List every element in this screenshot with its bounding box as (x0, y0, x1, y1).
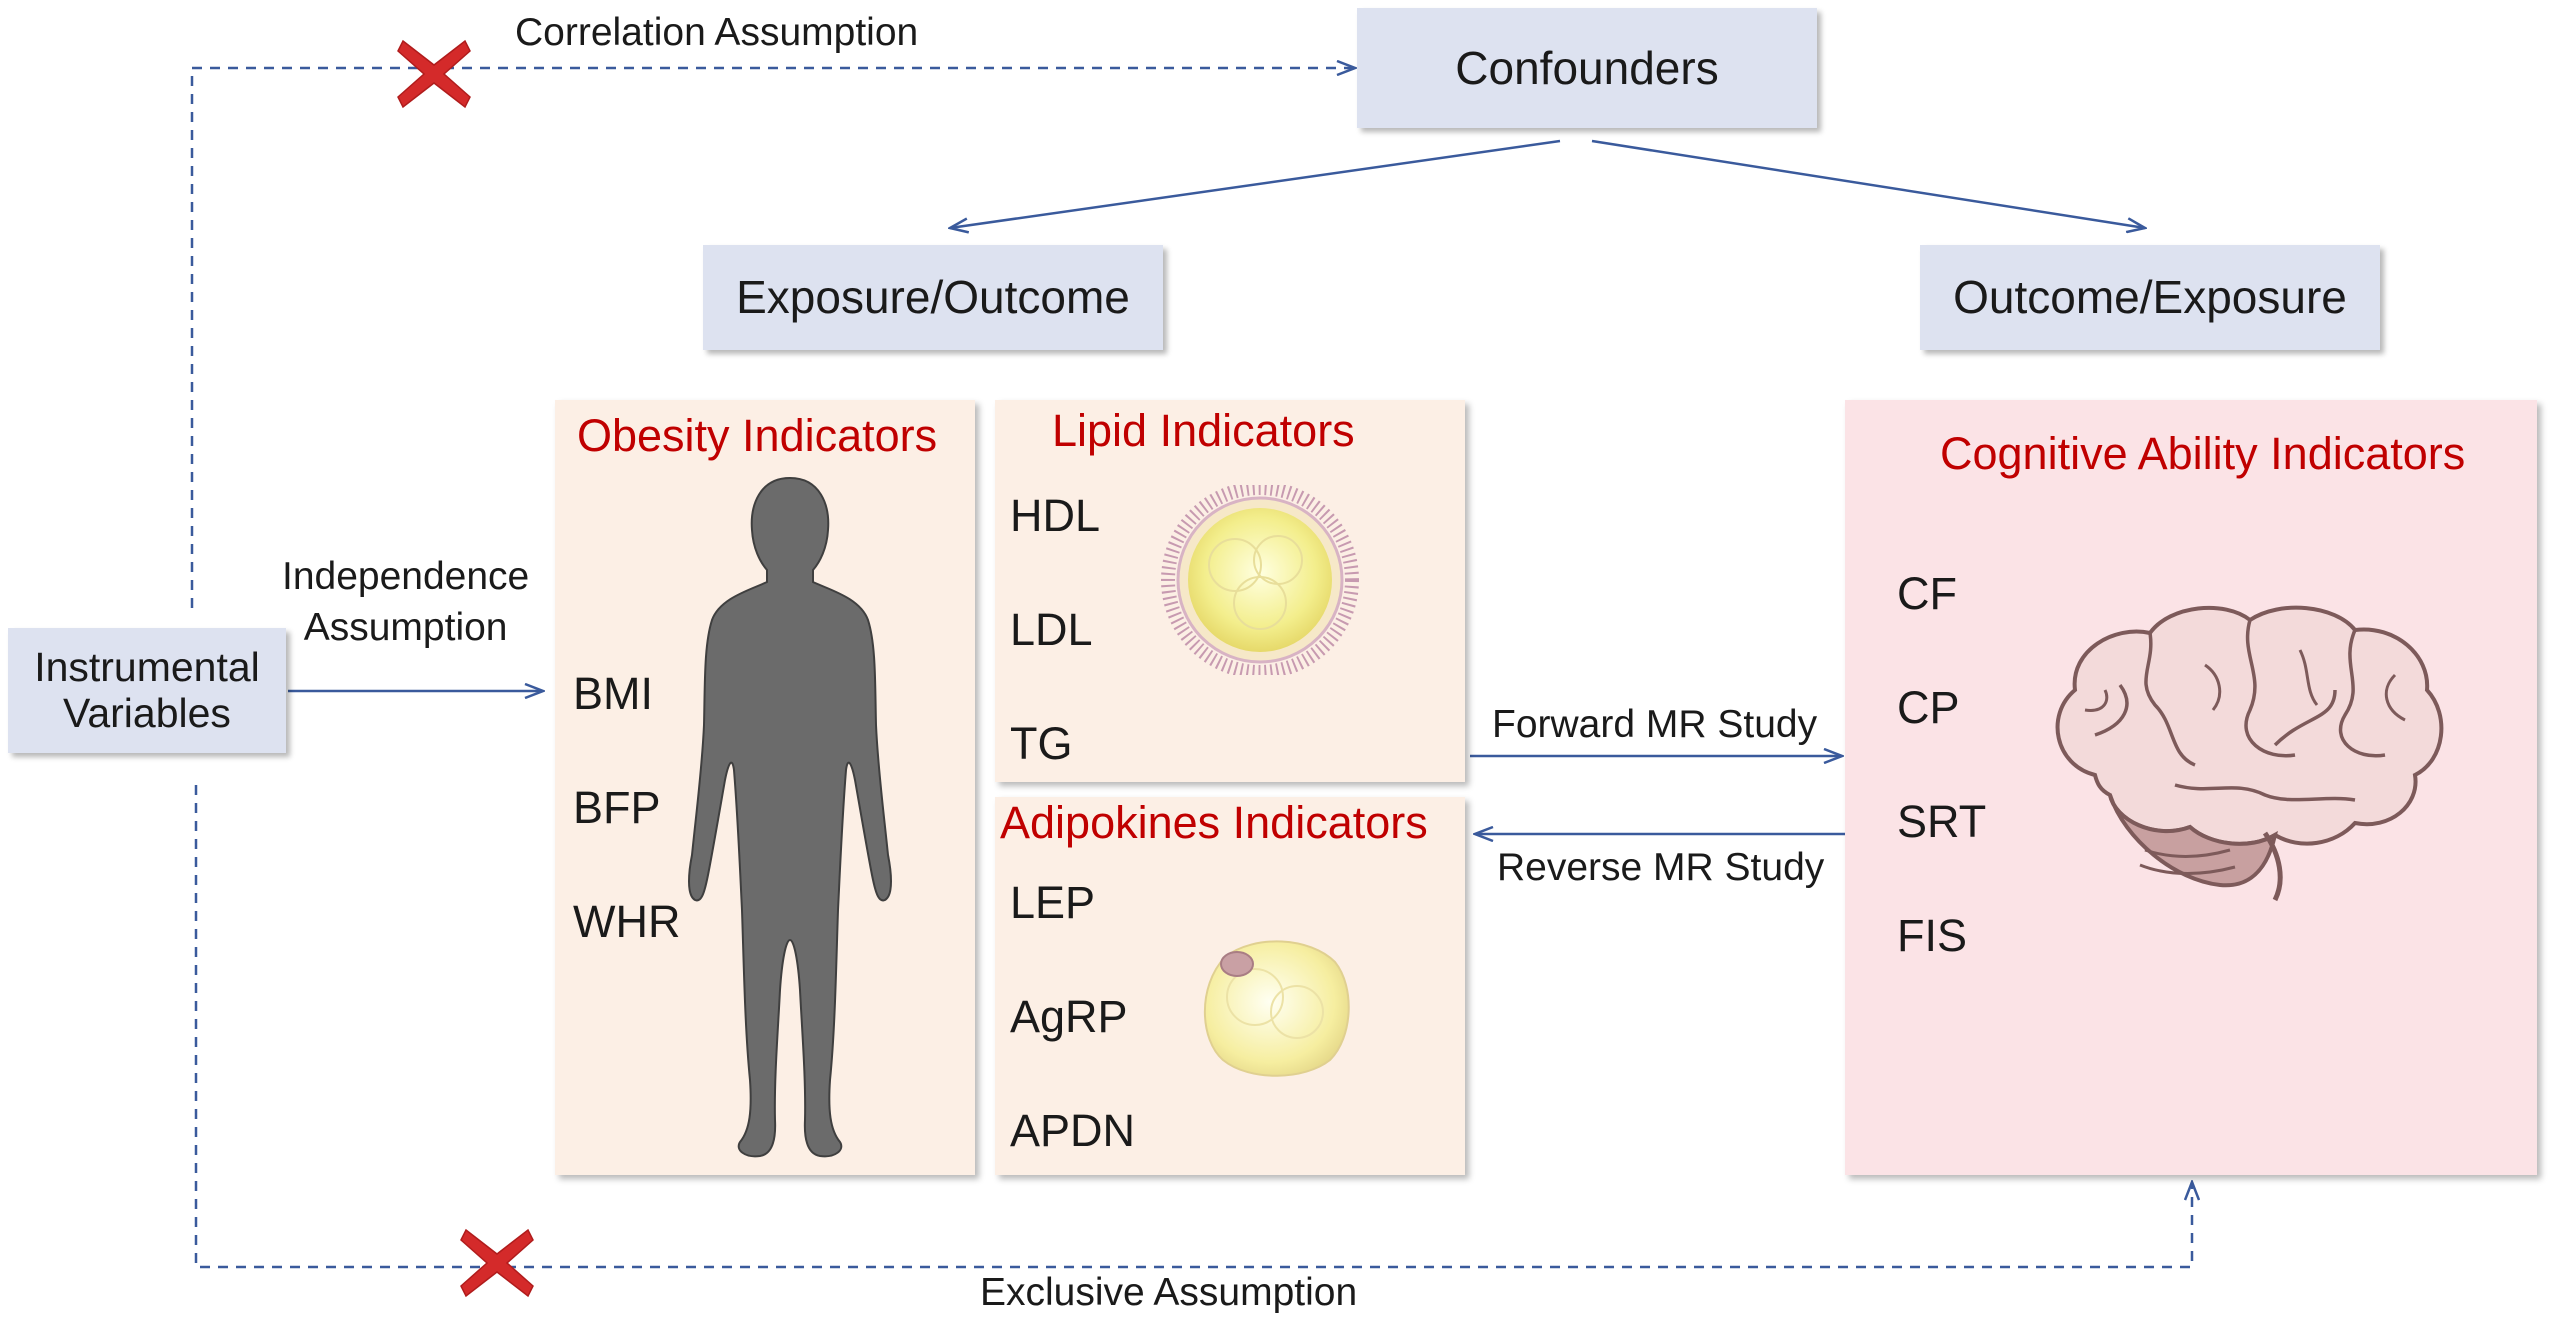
adipokines-item-lep: LEP (1010, 877, 1096, 928)
brain-icon (2055, 605, 2444, 902)
adipokines-item-apdn: APDN (1010, 1105, 1136, 1156)
obesity-item-bmi: BMI (573, 668, 654, 719)
lipid-item-ldl: LDL (1010, 604, 1093, 655)
cognitive-panel-title: Cognitive Ability Indicators (1940, 428, 2466, 479)
exclusive-assumption-label: Exclusive Assumption (980, 1271, 1358, 1314)
independence-assumption-label: Independence Assumption (282, 552, 529, 653)
lipid-panel: Lipid Indicators HDL LDL TG (995, 400, 1465, 782)
cognitive-panel: Cognitive Ability Indicators CF CP SRT F… (1845, 400, 2537, 1175)
obesity-panel: Obesity Indicators BMI BFP WHR (555, 400, 975, 1175)
confounder-to-outcome-arrow (1591, 139, 2145, 228)
cognitive-item-srt: SRT (1897, 796, 1987, 847)
adipokines-item-agrp: AgRP (1010, 991, 1128, 1042)
instrumental-line1: Instrumental (34, 644, 260, 691)
red-x-icon (460, 1228, 534, 1298)
independence-label-line1: Independence (282, 555, 530, 598)
lipoprotein-icon (1161, 485, 1359, 675)
instrumental-line2: Variables (63, 689, 231, 736)
reverse-mr-study-label: Reverse MR Study (1497, 846, 1825, 889)
independence-label-line2: Assumption (303, 605, 508, 649)
adipokines-panel-title: Adipokines Indicators (1000, 797, 1428, 848)
confounder-to-exposure-arrow (950, 139, 1561, 228)
exposure-outcome-node: Exposure/Outcome (703, 245, 1163, 350)
red-x-icon (397, 39, 471, 109)
adipokines-panel: Adipokines Indicators LEP AgRP APDN (995, 797, 1465, 1175)
cognitive-item-cp: CP (1897, 682, 1960, 733)
obesity-item-whr: WHR (573, 896, 681, 947)
human-silhouette-icon (688, 476, 892, 1158)
lipid-panel-title: Lipid Indicators (1052, 405, 1355, 456)
lipid-item-hdl: HDL (1010, 490, 1101, 541)
exclusive-connector (194, 785, 2192, 1269)
correlation-assumption-label: Correlation Assumption (515, 11, 919, 54)
cognitive-item-cf: CF (1897, 568, 1957, 619)
confounders-node: Confounders (1357, 8, 1817, 128)
obesity-item-bfp: BFP (573, 782, 661, 833)
fat-cell-icon (1203, 940, 1350, 1077)
outcome-exposure-node: Outcome/Exposure (1920, 245, 2380, 350)
forward-mr-study-label: Forward MR Study (1492, 703, 1818, 746)
instrumental-variables-node: Instrumental Variables (8, 628, 286, 753)
obesity-panel-title: Obesity Indicators (577, 410, 938, 461)
correlation-connector (190, 68, 1355, 608)
cognitive-item-fis: FIS (1897, 910, 1968, 961)
lipid-item-tg: TG (1010, 718, 1073, 769)
